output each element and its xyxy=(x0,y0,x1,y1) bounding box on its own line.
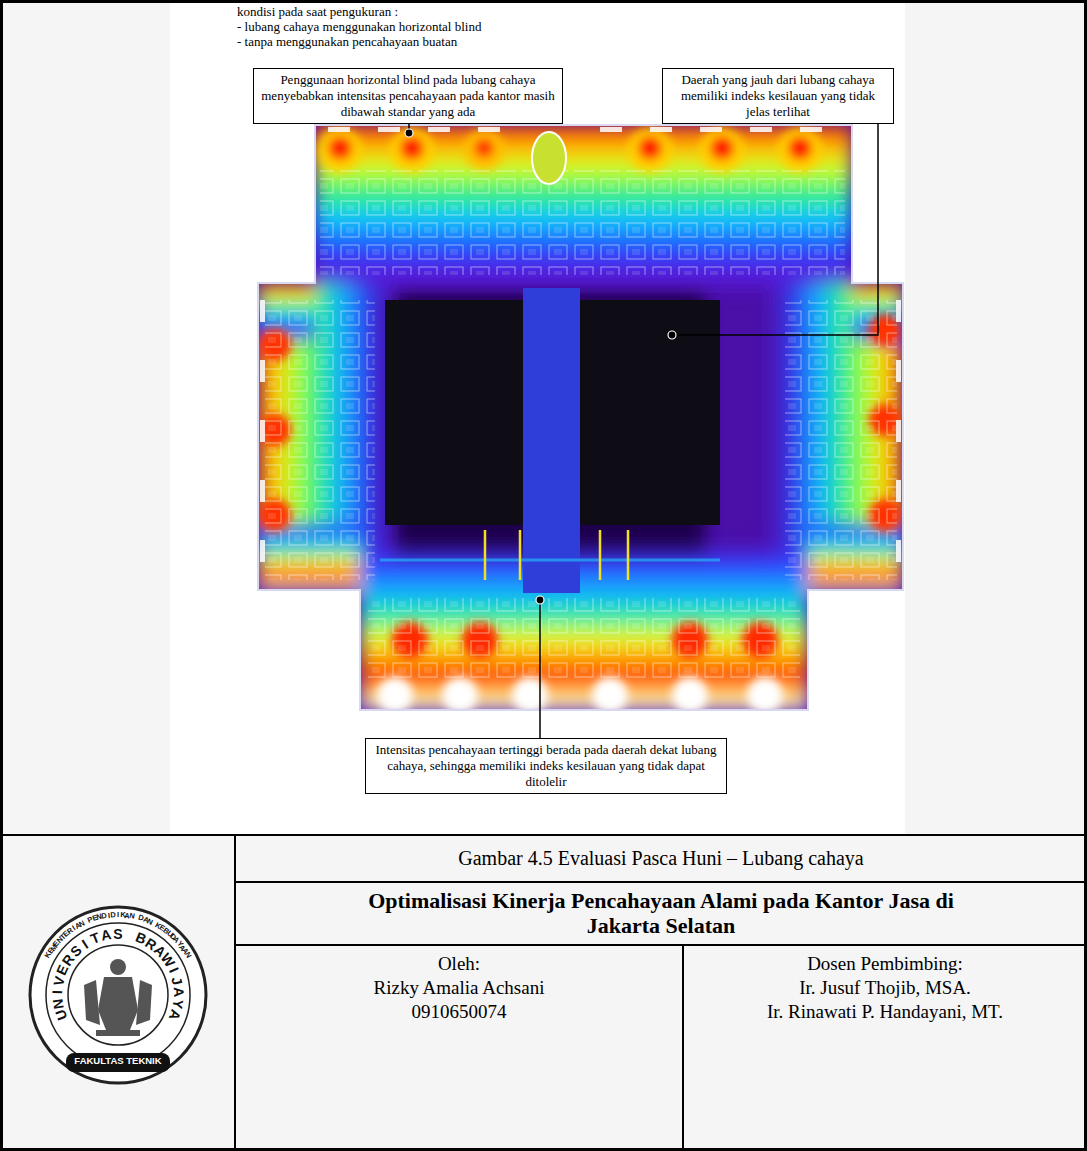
leader-lines xyxy=(405,124,878,738)
leader-dot xyxy=(536,596,544,604)
leader-dot xyxy=(405,129,413,137)
callout-text: Intensitas pencahayaan tertinggi berada … xyxy=(373,742,719,790)
logo-letter: I xyxy=(117,911,119,919)
logo-letter: A xyxy=(172,987,186,998)
callout-text: Daerah yang jauh dari lubang cahaya memi… xyxy=(670,72,886,120)
logo-letter: N xyxy=(50,998,65,1010)
leader-line xyxy=(539,604,541,738)
supervisor-name: Ir. Jusuf Thojib, MSA. xyxy=(690,977,1080,999)
logo-letter: D xyxy=(101,912,108,920)
figure-caption: Gambar 4.5 Evaluasi Pasca Huni – Lubang … xyxy=(246,847,1076,870)
logo-letter: D xyxy=(110,911,116,919)
supervisor-name: Ir. Rinawati P. Handayani, MT. xyxy=(690,1001,1080,1023)
university-logo xyxy=(30,907,206,1083)
student-number: 0910650074 xyxy=(249,1001,669,1023)
callout-box: Daerah yang jauh dari lubang cahaya memi… xyxy=(662,68,894,124)
logo-faculty: FAKULTAS TEKNIK xyxy=(68,1056,168,1067)
thesis-title: Optimalisasi Kinerja Pencahayaan Alami p… xyxy=(361,889,961,938)
author-label: Oleh: xyxy=(249,953,669,975)
measurement-note: - tanpa menggunakan pencahayaan buatan xyxy=(237,35,457,50)
author-name: Rizky Amalia Achsani xyxy=(249,977,669,999)
logo-letter: S xyxy=(113,927,122,941)
callout-box: Penggunaan horizontal blind pada lubang … xyxy=(253,68,563,124)
logo-letter: I xyxy=(107,912,110,920)
title-block-grid xyxy=(0,835,1087,1151)
callout-text: Penggunaan horizontal blind pada lubang … xyxy=(261,72,555,120)
measurement-note: kondisi pada saat pengukuran : xyxy=(237,5,398,20)
floor-plan xyxy=(258,125,903,713)
callout-box: Intensitas pencahayaan tertinggi berada … xyxy=(365,738,727,794)
supervisor-label: Dosen Pembimbing: xyxy=(690,953,1080,975)
measurement-note: - lubang cahaya menggunakan horizontal b… xyxy=(237,20,481,35)
leader-dot xyxy=(668,331,676,339)
leader-line xyxy=(676,124,878,335)
